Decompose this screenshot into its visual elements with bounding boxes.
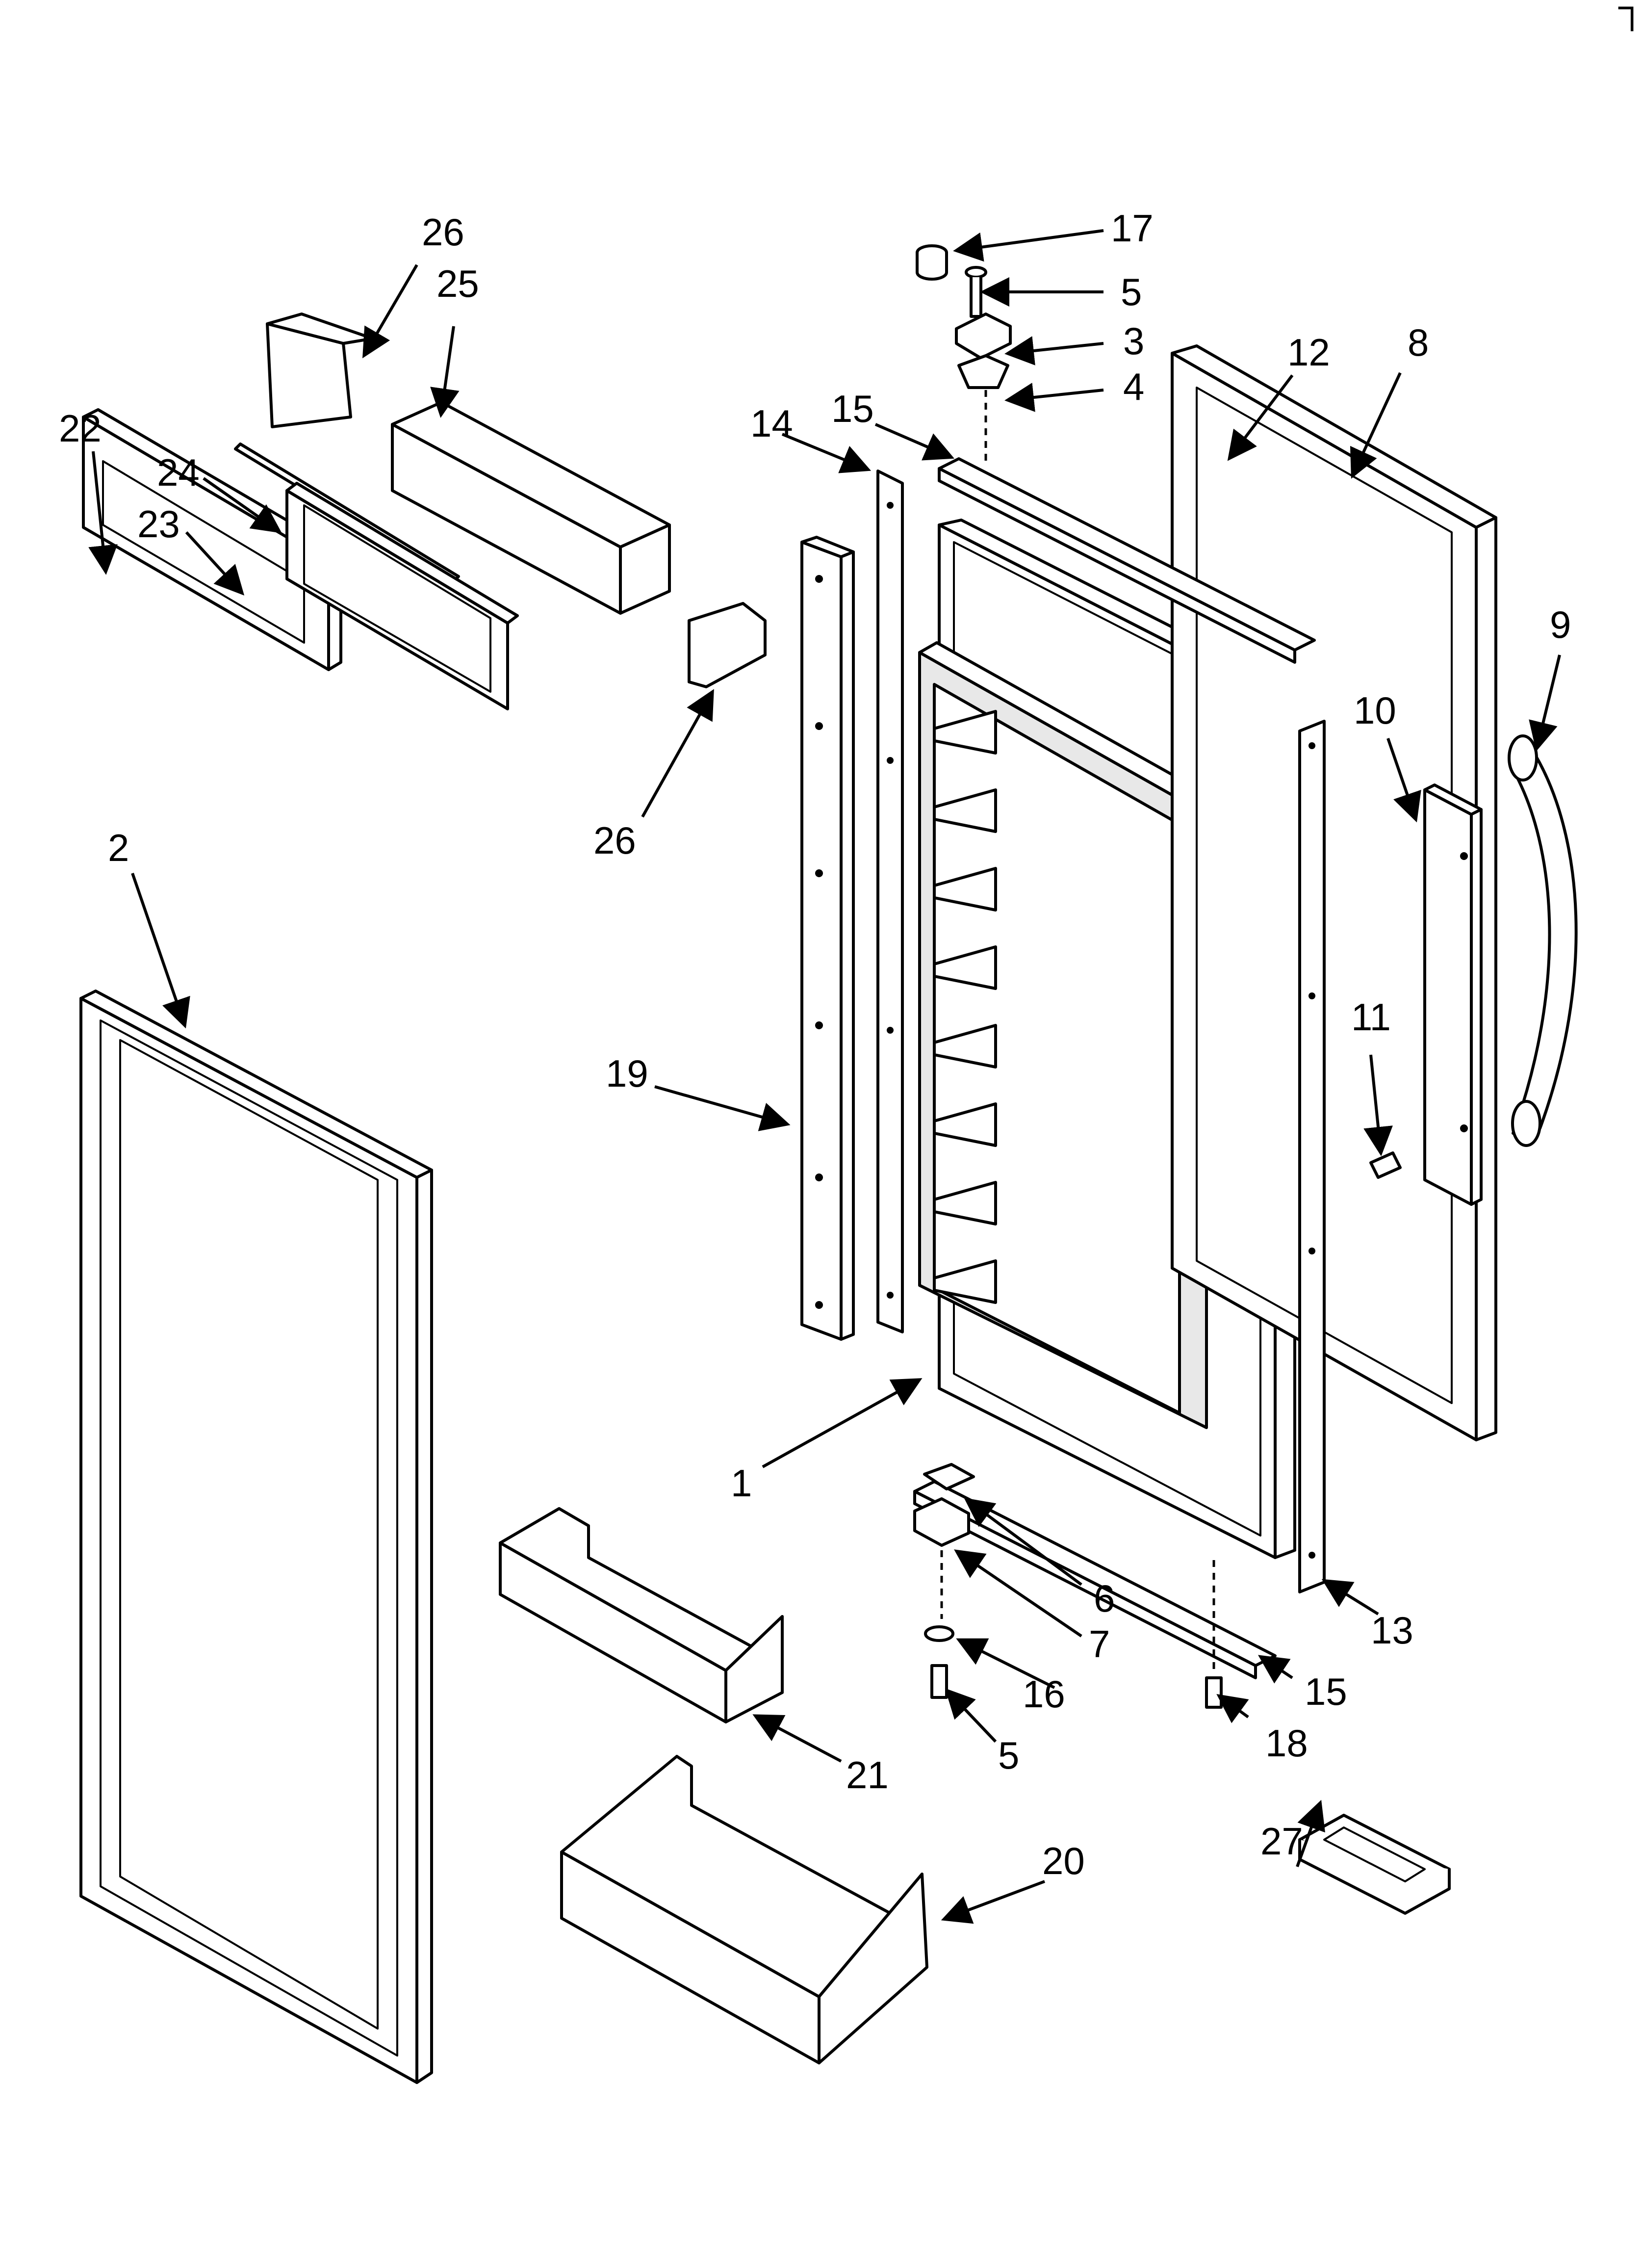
callout-11: 11 [1351, 995, 1391, 1039]
callout-2: 2 [108, 826, 129, 869]
callout-8: 8 [1408, 321, 1429, 364]
part-7-bottom-hinge [913, 1497, 970, 1547]
part-27-small-tray [1298, 1814, 1451, 1915]
callout-6: 6 [1094, 1577, 1115, 1620]
callout-23: 23 [137, 502, 180, 546]
callout-5-top: 5 [1121, 270, 1142, 313]
callout-25: 25 [436, 262, 479, 305]
callout-7: 7 [1089, 1622, 1110, 1666]
callout-27: 27 [1260, 1820, 1303, 1863]
callout-12: 12 [1287, 331, 1330, 374]
callout-15-bottom: 15 [1305, 1670, 1347, 1713]
liner-shelf-tabs [933, 710, 997, 1304]
part-20-door-bin-large [560, 1755, 928, 2064]
part-2-door-gasket [79, 990, 433, 2084]
callout-26-upper: 26 [422, 210, 464, 254]
part-4-hinge-shim [957, 354, 1009, 389]
part-19-trim-strip [800, 536, 855, 1341]
part-10-handle-mount-strip [1423, 783, 1483, 1206]
callout-24: 24 [157, 451, 200, 494]
callout-15-top: 15 [831, 387, 874, 430]
part-3-hinge [955, 313, 1012, 360]
hinge-bottom-hardware [913, 1463, 1223, 1709]
callout-22: 22 [59, 407, 102, 450]
part-21-door-bin [499, 1507, 784, 1723]
callout-4: 4 [1123, 365, 1144, 408]
part-13-door-strip [1298, 720, 1326, 1593]
callout-26-lower: 26 [593, 819, 636, 862]
part-5-hinge-screw [965, 266, 987, 279]
part-14-door-strip [876, 469, 904, 1333]
part-5-bottom-screw [930, 1664, 948, 1699]
callout-14: 14 [750, 402, 793, 445]
callout-10: 10 [1354, 689, 1396, 732]
part-16-washer [924, 1625, 954, 1642]
callout-13: 13 [1371, 1609, 1413, 1652]
hinge-top-hardware [916, 244, 1012, 464]
part-26-bin-bracket-upper [266, 313, 374, 428]
part-26-bin-bracket-lower [688, 602, 767, 688]
part-6-hinge-shim [923, 1463, 975, 1490]
callout-leaders [88, 229, 1561, 1924]
part-24-bin-frame [285, 482, 519, 710]
callout-18: 18 [1265, 1721, 1308, 1765]
callout-1: 1 [731, 1461, 752, 1505]
callout-3: 3 [1123, 319, 1144, 363]
callout-16: 16 [1023, 1672, 1065, 1716]
part-15-top-channel [938, 457, 1316, 664]
callout-19: 19 [606, 1052, 648, 1095]
part-9-door-handle [1508, 734, 1578, 1147]
callout-17: 17 [1111, 207, 1154, 250]
part-18-screw [1205, 1676, 1223, 1709]
callout-5-bottom: 5 [998, 1734, 1019, 1777]
part-25-bin-housing [391, 401, 671, 615]
callout-21: 21 [846, 1753, 889, 1797]
corner-mark: ┐ [1618, 0, 1642, 31]
callout-labels: 17 5 3 4 26 25 22 24 23 14 15 12 8 9 10 … [59, 207, 1571, 1882]
callout-9: 9 [1550, 603, 1571, 646]
callout-20: 20 [1042, 1839, 1085, 1882]
